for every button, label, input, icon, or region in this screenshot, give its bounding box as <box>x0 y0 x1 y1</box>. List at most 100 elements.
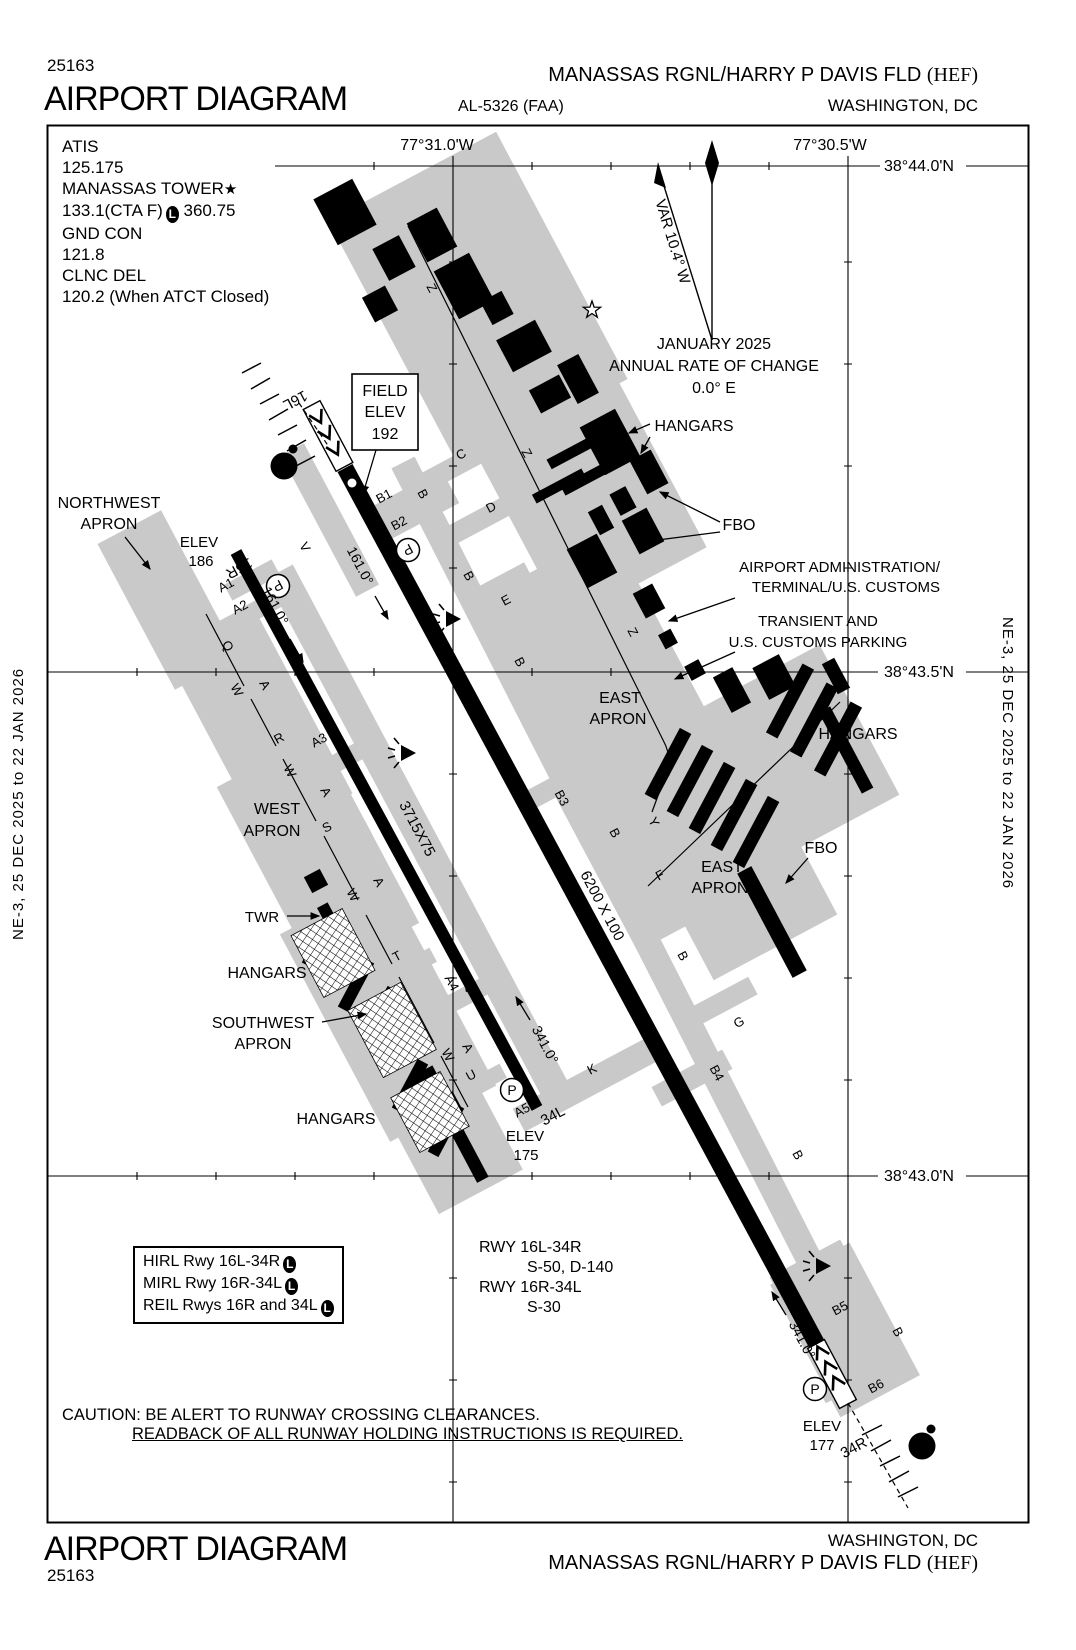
page-title-bottom: AIRPORT DIAGRAM <box>44 1530 348 1568</box>
magvar-rate-label: ANNUAL RATE OF CHANGE <box>609 358 819 375</box>
comms-frequencies-block: ATIS 125.175 MANASSAS TOWER★ 133.1(CTA F… <box>62 136 269 307</box>
hold-point-symbol: A5 <box>270 444 298 480</box>
parking-letter: P <box>507 1082 516 1098</box>
comms-line: CLNC DEL <box>62 266 147 285</box>
airport-icao-text: (HEF) <box>926 1552 978 1574</box>
airport-name-text: MANASSAS RGNL/HARRY P DAVIS FLD <box>548 1552 927 1574</box>
hangars-east-label: HANGARS <box>818 726 897 743</box>
map-label: APRON <box>590 711 647 728</box>
map-label: A3 <box>308 730 329 751</box>
comms-line: MANASSAS TOWER★ <box>62 179 238 198</box>
chart-number-bottom: 25163 <box>47 1566 95 1585</box>
map-label: A1 <box>215 575 236 596</box>
left-margin-edition: NE-3, 25 DEC 2025 to 22 JAN 2026 <box>10 667 27 940</box>
field-elev-line: 192 <box>372 426 399 443</box>
hold-point-symbol: A4 <box>908 1424 936 1460</box>
comms-line: GND CON <box>62 224 143 243</box>
map-border <box>46 124 1030 1524</box>
map-label: B2 <box>388 513 409 534</box>
magvar-rate-value: 0.0° E <box>692 380 736 397</box>
lighting-l-icon: L <box>285 1278 299 1295</box>
comms-line: 125.175 <box>62 158 124 177</box>
map-label: B <box>789 1148 806 1163</box>
compass-group <box>654 140 719 341</box>
runway-16l-34r <box>337 463 828 1355</box>
graticule-labels: 77°31.0'W 77°30.5'W 38°44.0'N 38°43.5'N … <box>400 137 954 1185</box>
rwy-34r-extension-line <box>847 1402 909 1509</box>
comms-line: ATIS <box>62 137 99 156</box>
magnetic-north-arrowhead <box>654 162 666 188</box>
star-icon <box>581 299 603 319</box>
map-label: 177 <box>809 1437 834 1454</box>
parking-symbol: P <box>265 573 291 599</box>
elev-16r: ELEV <box>180 534 218 551</box>
runway-load-data-block: RWY 16L-34R S-50, D-140 RWY 16R-34L S-30 <box>479 1238 613 1318</box>
parking-symbol: P <box>499 1077 525 1103</box>
lighting-l-icon: L <box>165 206 179 223</box>
rwy-34r-label: 34R <box>838 1434 870 1462</box>
parking-symbols-layer: P P P P <box>265 537 828 1402</box>
map-label: APRON <box>692 880 749 897</box>
field-elev-line: ELEV <box>365 404 406 421</box>
field-elev-line: FIELD <box>362 383 407 400</box>
fbo-east-label: FBO <box>805 840 838 857</box>
airport-icao-text: (HEF) <box>926 64 978 86</box>
transient-parking-label: TRANSIENT AND <box>758 613 878 630</box>
latitude-label: 38°44.0'N <box>884 158 954 175</box>
map-label: 186 <box>188 553 213 570</box>
chevrons-16l <box>302 399 354 473</box>
map-label: APRON <box>235 1036 292 1053</box>
latitude-label: 38°43.5'N <box>884 664 954 681</box>
longitude-label: 77°31.0'W <box>400 137 474 154</box>
northwest-apron-label: NORTHWEST <box>58 495 161 512</box>
parking-symbol: P <box>395 537 421 563</box>
hangars-ne-label: HANGARS <box>654 418 733 435</box>
map-label: B1 <box>373 486 394 507</box>
magnetic-north-arrow <box>658 169 713 341</box>
elev-34r: ELEV <box>803 1418 841 1435</box>
rwy-data-line: RWY 16L-34R <box>479 1239 582 1256</box>
comms-line: 120.2 (When ATCT Closed) <box>62 287 270 306</box>
map-label: APRON <box>244 823 301 840</box>
tower-label: TWR <box>245 909 279 926</box>
rwy-data-line: S-50, D-140 <box>527 1259 614 1276</box>
map-label: V <box>296 540 313 555</box>
chart-number-top: 25163 <box>47 56 95 75</box>
city-top: WASHINGTON, DC <box>827 96 978 115</box>
rwy-data-line: RWY 16R-34L <box>479 1279 582 1296</box>
city-bottom: WASHINGTON, DC <box>827 1531 978 1550</box>
hold-point-label: A4 <box>914 1440 930 1454</box>
true-north-arrowhead <box>705 140 719 186</box>
magvar-date: JANUARY 2025 <box>657 336 771 353</box>
map-label: A5 <box>511 1100 532 1121</box>
lighting-l-icon: L <box>283 1256 297 1273</box>
map-label: 175 <box>513 1147 538 1164</box>
field-elev-box: FIELD ELEV 192 <box>351 373 419 496</box>
hangars-west-label: HANGARS <box>227 965 306 982</box>
hangars-south-label: HANGARS <box>296 1111 375 1128</box>
page-title-top: AIRPORT DIAGRAM <box>44 80 348 118</box>
hatched-hangars-layer <box>290 907 470 1154</box>
admin-label: AIRPORT ADMINISTRATION/ <box>739 559 941 576</box>
east-apron-south-label: EAST <box>701 859 743 876</box>
map-label: B5 <box>829 1298 850 1319</box>
map-label: A2 <box>229 597 250 618</box>
parking-symbol: P <box>802 1376 828 1402</box>
approach-ladder-34r <box>861 1424 919 1498</box>
hold-point-label: A5 <box>276 460 292 474</box>
caution-line1: CAUTION: BE ALERT TO RUNWAY CROSSING CLE… <box>62 1406 541 1424</box>
lighting-l-icon: L <box>320 1300 334 1317</box>
map-label: G <box>731 1013 747 1031</box>
airport-name-bottom: MANASSAS RGNL/HARRY P DAVIS FLD (HEF) <box>548 1552 978 1575</box>
tower-star-icon: ★ <box>223 180 238 198</box>
map-label: U.S. CUSTOMS PARKING <box>729 634 908 651</box>
displaced-threshold-dot <box>347 478 357 488</box>
right-margin-edition: NE-3, 25 DEC 2025 to 22 JAN 2026 <box>999 617 1016 890</box>
magvar-value: VAR 10.4° W <box>651 197 693 286</box>
runways-layer <box>230 362 919 1509</box>
map-label: B4 <box>707 1062 728 1083</box>
